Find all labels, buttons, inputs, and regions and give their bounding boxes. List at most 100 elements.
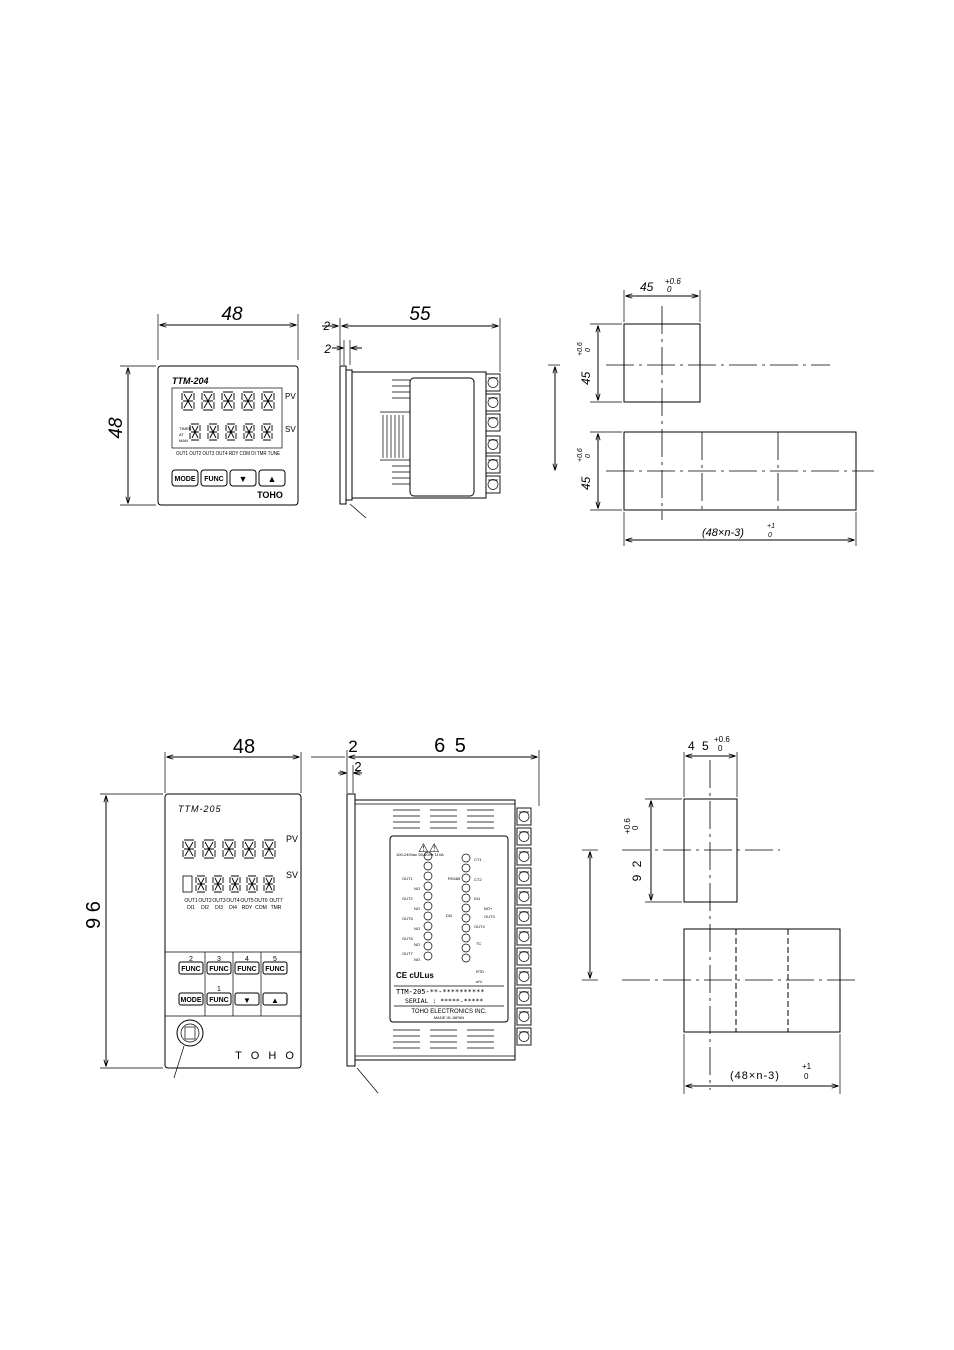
bezel-dim-b: 2 — [323, 342, 331, 356]
cutout-height-tol-lower-a: 0 — [585, 348, 592, 352]
front-height-dim-205: 9 6 — [83, 901, 105, 929]
svg-text:TC: TC — [476, 941, 481, 946]
func-key-2[interactable]: 2 FUNC — [178, 956, 204, 975]
svg-text:DI2: DI2 — [446, 913, 453, 918]
func-key-3[interactable]: 3 FUNC — [206, 956, 232, 975]
cutout-height-tol-upper-205: +0.6 — [623, 818, 632, 834]
cutout-gang-tol-upper: +1 — [767, 523, 775, 530]
cutout-width-tol-lower-205: 0 — [718, 744, 723, 753]
svg-text:▼: ▼ — [243, 996, 251, 1005]
mode-button[interactable]: MODE — [171, 469, 199, 487]
svg-text:▼: ▼ — [239, 474, 248, 484]
svg-text:5: 5 — [273, 956, 277, 963]
bezel-dim-a-205: 2 — [348, 737, 357, 756]
power-rating: 100-240Vac 50-60Hz 11VA — [396, 852, 444, 857]
svg-text:3: 3 — [217, 956, 221, 963]
svg-text:DI1: DI1 — [474, 896, 481, 901]
indicator-timer: TIMER — [179, 426, 192, 431]
svg-text:FUNC: FUNC — [209, 997, 228, 1004]
status-row-1: OUT1 OUT2 OUT3 OUT4 OUT5 OUT6 OUT7 — [184, 898, 283, 904]
pv-display — [181, 391, 275, 411]
brand-logo: TOHO — [257, 490, 283, 500]
pv-display-205 — [182, 839, 276, 859]
cutout-gang-dim-205: (48×n-3) — [730, 1070, 780, 1082]
svg-text:FUNC: FUNC — [209, 966, 228, 973]
mode-button-205[interactable]: MODE — [178, 992, 204, 1006]
front-bezel — [157, 365, 299, 506]
sv-display — [189, 423, 273, 441]
svg-text:DI2: DI2 — [201, 905, 209, 911]
svg-text:1: 1 — [217, 986, 221, 993]
pv-label: PV — [285, 392, 296, 401]
svg-text:NO: NO — [414, 957, 420, 962]
svg-text:OUT3: OUT3 — [212, 898, 226, 904]
svg-text:MODE: MODE — [175, 476, 196, 483]
warning-marks: ⚠⚠ — [418, 841, 440, 855]
svg-text:COM: COM — [255, 905, 267, 911]
svg-text:OUT2: OUT2 — [402, 896, 413, 901]
up-button-205[interactable]: ▲ — [262, 992, 288, 1006]
ttm204-side-view: 2 55 2 — [322, 304, 501, 519]
up-button[interactable]: ▲ — [258, 469, 286, 487]
svg-text:2: 2 — [189, 956, 193, 963]
brand-logo-205: T O H O — [235, 1050, 297, 1062]
status-row-2: DI1 DI2 DI3 DI4 RDY COM TMR — [187, 905, 282, 911]
svg-text:OUT4: OUT4 — [474, 924, 485, 929]
down-button[interactable]: ▼ — [229, 469, 257, 487]
front-height-dim: 48 — [106, 417, 127, 439]
svg-text:NO+: NO+ — [484, 906, 493, 911]
svg-text:DI3: DI3 — [215, 905, 223, 911]
down-button-205[interactable]: ▼ — [234, 992, 260, 1006]
svg-text:FUNC: FUNC — [265, 966, 284, 973]
svg-text:OUT5: OUT5 — [240, 898, 254, 904]
svg-text:OUT7: OUT7 — [269, 898, 283, 904]
label-maker: TOHO ELECTRONICS INC. — [411, 1009, 487, 1015]
label-origin: MADE IN JAPAN — [434, 1015, 464, 1020]
cutout-height-tol-lower-b: 0 — [585, 454, 592, 458]
sv-label-205: SV — [286, 870, 298, 880]
indicator-man: MAN — [179, 438, 188, 443]
ttm205-panel-cutout: 4 5 +0.6 0 9 2 +0.6 0 (48×n-3) +1 0 — [582, 735, 856, 1094]
cutout-height-dim-205: 9 2 — [630, 859, 644, 882]
cutout-height-tol-lower-205: 0 — [631, 825, 640, 830]
body-vents — [393, 809, 494, 1049]
svg-text:OUT1: OUT1 — [184, 898, 198, 904]
front-width-dim: 48 — [221, 304, 243, 325]
pv-label-205: PV — [286, 834, 298, 844]
cutout-gang-dim: (48×n-3) — [702, 527, 744, 539]
svg-text:4: 4 — [245, 956, 249, 963]
status-labels: OUT1 OUT2 OUT3 OUT4 RDY COM DI TMR TUNE — [176, 451, 281, 457]
svg-text:CT1: CT1 — [474, 857, 482, 862]
svg-text:NO: NO — [414, 942, 420, 947]
cutout-height-dim-a: 45 — [579, 371, 593, 385]
svg-text:RDY: RDY — [242, 905, 253, 911]
svg-text:OUT2: OUT2 — [198, 898, 212, 904]
svg-text:OUT5: OUT5 — [402, 916, 413, 921]
cutout-width-tol-upper: +0.6 — [665, 277, 681, 286]
cutout-gang-tol-upper-205: +1 — [802, 1062, 812, 1071]
depth-dim: 55 — [409, 304, 431, 325]
sv-label: SV — [285, 425, 296, 434]
func-button[interactable]: FUNC — [200, 469, 228, 487]
svg-text:FUNC: FUNC — [204, 476, 223, 483]
cert-marks: CE cULus — [396, 971, 434, 980]
model-name: TTM-204 — [172, 376, 209, 386]
bezel-dim-a: 2 — [322, 319, 330, 333]
cutout-width-tol-lower: 0 — [667, 285, 672, 294]
ttm205-side-view: 2 6 5 2 ⚠⚠ 100-240Vac 50-60Hz 11VA — [311, 735, 540, 1094]
svg-text:DI1: DI1 — [187, 905, 195, 911]
svg-text:DI4: DI4 — [229, 905, 237, 911]
svg-text:FUNC: FUNC — [181, 966, 200, 973]
func-key-4[interactable]: 4 FUNC — [234, 956, 260, 975]
bezel-dim-b-205: 2 — [354, 759, 361, 774]
wiring-terminals-right: CT1 CT2 RS485 DI1 DI2 NO+ OUT3 OUT4 TC R… — [446, 853, 495, 984]
func-key-1[interactable]: 1 FUNC — [206, 986, 232, 1006]
func-key-5[interactable]: 5 FUNC — [262, 956, 288, 975]
cutout-width-dim: 45 — [640, 280, 654, 294]
svg-text:NO: NO — [414, 906, 420, 911]
svg-text:OUT1: OUT1 — [402, 876, 413, 881]
svg-text:NO: NO — [414, 886, 420, 891]
sv-display-205 — [182, 875, 275, 893]
cutout-gang-tol-lower: 0 — [768, 532, 772, 539]
svg-text:mV: mV — [476, 979, 482, 984]
